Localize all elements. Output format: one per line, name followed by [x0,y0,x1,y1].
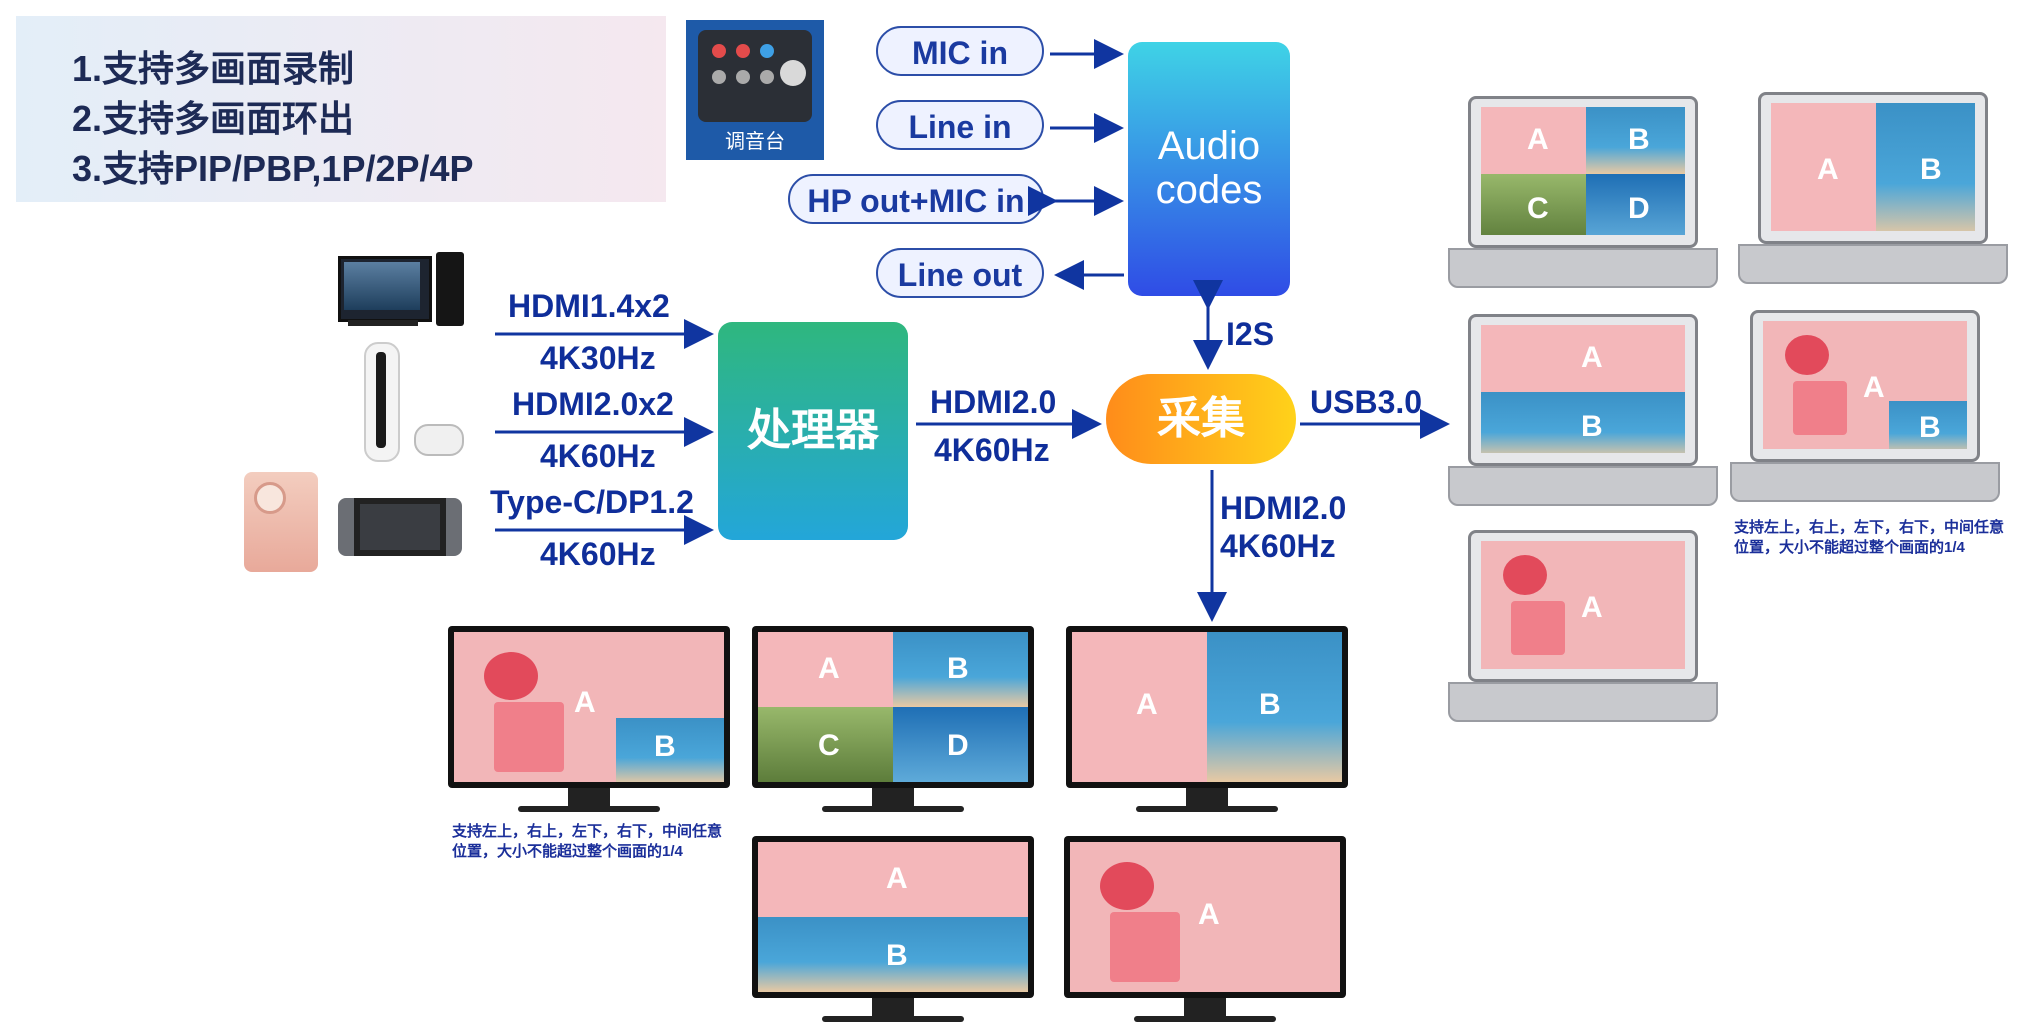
line-in-port: Line in [876,100,1044,150]
processor-block: 处理器 [718,322,908,540]
loopout-protocol: HDMI2.0 [1220,490,1347,526]
audio-codec-block: Audio codes [1128,42,1290,296]
laptop-pip-layout: A B [1730,310,2000,510]
feature-2: 2.支持多画面环出 [72,98,355,139]
i2s-label: I2S [1226,316,1275,352]
tv-2p-side-layout: A B [1066,626,1348,820]
laptop-pip-note-line2: 位置，大小不能超过整个画面的1/4 [1734,539,1965,556]
input1-protocol: HDMI1.4x2 [508,288,670,324]
l1-c: C [1527,192,1549,225]
l4-a: A [1863,371,1885,404]
input3-rate: 4K60Hz [540,536,656,572]
input2-protocol: HDMI2.0x2 [512,386,674,422]
l4-b: B [1919,411,1941,444]
input1-rate: 4K30Hz [540,340,656,376]
laptop-1p-layout: A [1448,530,1718,730]
mixer-label: 调音台 [725,131,785,153]
l1-d: D [1628,192,1650,225]
feature-list-panel: 1.支持多画面录制 2.支持多画面环出 3.支持PIP/PBP,1P/2P/4P [16,16,666,202]
tv-pip-layout: B A [448,626,730,820]
2ps-a: A [1136,688,1158,721]
loopout-rate: 4K60Hz [1220,528,1336,564]
l2-a: A [1817,153,1839,186]
l3-b: B [1581,410,1603,443]
l5-a: A [1581,591,1603,624]
handheld-console-image [338,498,462,556]
l1-a: A [1527,123,1549,156]
4p-c: C [818,729,840,762]
pip-a: A [574,686,596,719]
2pt-b: B [886,939,908,972]
1p-a: A [1198,898,1220,931]
feature-3: 3.支持PIP/PBP,1P/2P/4P [72,148,474,189]
hp-out-mic-in-port: HP out+MIC in [788,174,1044,224]
audio-codec-label: Audio codes [1155,124,1263,212]
tv-pip-note-line1: 支持左上，右上，左下，右下，中间任意 [452,823,723,840]
l3-a: A [1581,341,1603,374]
4p-d: D [947,729,969,762]
laptop-pip-note-line1: 支持左上，右上，左下，右下，中间任意 [1734,519,2005,536]
capture-block: 采集 [1106,374,1296,464]
proc-capture-rate: 4K60Hz [934,432,1050,468]
2ps-b: B [1259,688,1281,721]
l1-b: B [1628,123,1650,156]
desktop-pc-image [338,252,466,326]
mixer-device-icon [698,30,812,122]
mic-in-port: MIC in [876,26,1044,76]
laptop-4p-layout: A B C D [1448,96,1718,296]
2pt-a: A [886,862,908,895]
proc-capture-protocol: HDMI2.0 [930,384,1057,420]
input3-protocol: Type-C/DP1.2 [490,484,694,520]
tv-pip-note-line2: 位置，大小不能超过整个画面的1/4 [452,843,683,860]
laptop-2p-side-layout: A B [1738,92,2008,292]
audio-mixer-image: 调音台 [686,20,824,160]
4p-a: A [818,652,840,685]
smartphone-image [244,472,318,572]
tv-1p-layout: A [1064,836,1346,1030]
tv-4p-layout: A B C D [752,626,1034,820]
l2-b: B [1920,153,1942,186]
game-console-ps5-image [358,342,466,462]
input2-rate: 4K60Hz [540,438,656,474]
pip-b: B [654,730,676,763]
line-out-port: Line out [876,248,1044,298]
laptop-2p-stacked-layout: A B [1448,314,1718,514]
usb-label: USB3.0 [1310,384,1423,420]
feature-1: 1.支持多画面录制 [72,48,355,89]
tv-2p-stacked-layout: A B [752,836,1034,1030]
4p-b: B [947,652,969,685]
